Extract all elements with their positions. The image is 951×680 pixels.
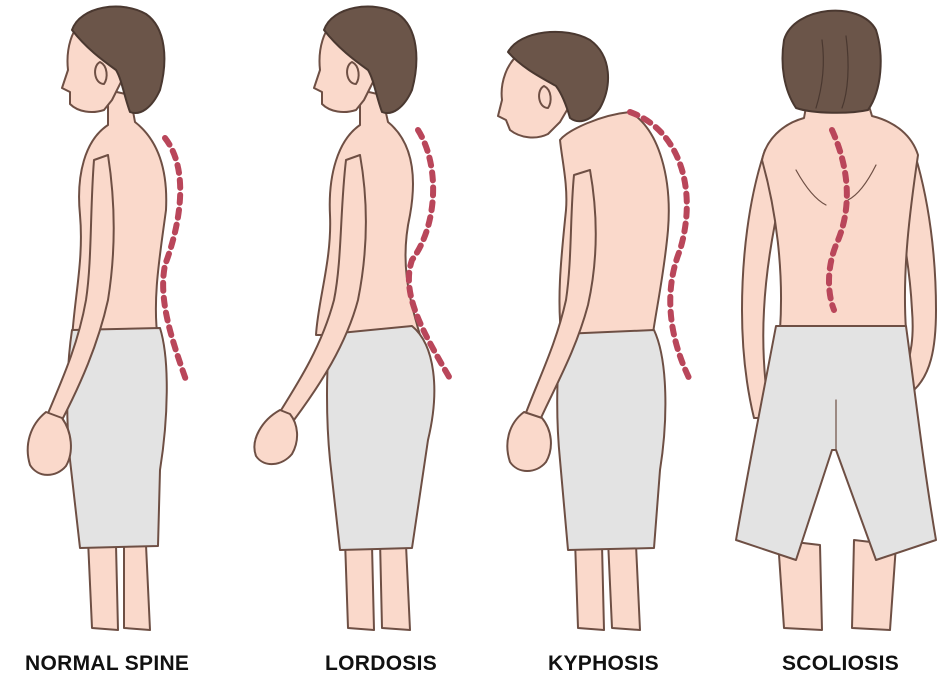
- illustration: [0, 0, 951, 640]
- figure-normal-spine: [28, 7, 186, 630]
- figure-scoliosis: [736, 11, 936, 630]
- ear: [539, 86, 551, 108]
- torso: [762, 96, 918, 330]
- spine-curve-marker: [163, 138, 186, 380]
- legs: [575, 540, 640, 630]
- hand: [254, 410, 297, 464]
- figure-kyphosis: [498, 32, 690, 630]
- legs: [88, 540, 150, 630]
- figure-lordosis: [254, 7, 452, 630]
- hair: [783, 11, 881, 113]
- ear: [95, 62, 107, 84]
- torso: [316, 90, 420, 335]
- ear: [347, 62, 359, 84]
- hand: [507, 412, 551, 471]
- caption-kyphosis: KYPHOSIS: [548, 652, 659, 676]
- shorts: [557, 330, 665, 550]
- legs: [345, 540, 410, 630]
- shorts: [327, 326, 434, 550]
- caption-scoliosis: SCOLIOSIS: [782, 652, 899, 676]
- hand: [28, 412, 71, 475]
- caption-normal-spine: NORMAL SPINE: [25, 652, 189, 676]
- caption-lordosis: LORDOSIS: [325, 652, 437, 676]
